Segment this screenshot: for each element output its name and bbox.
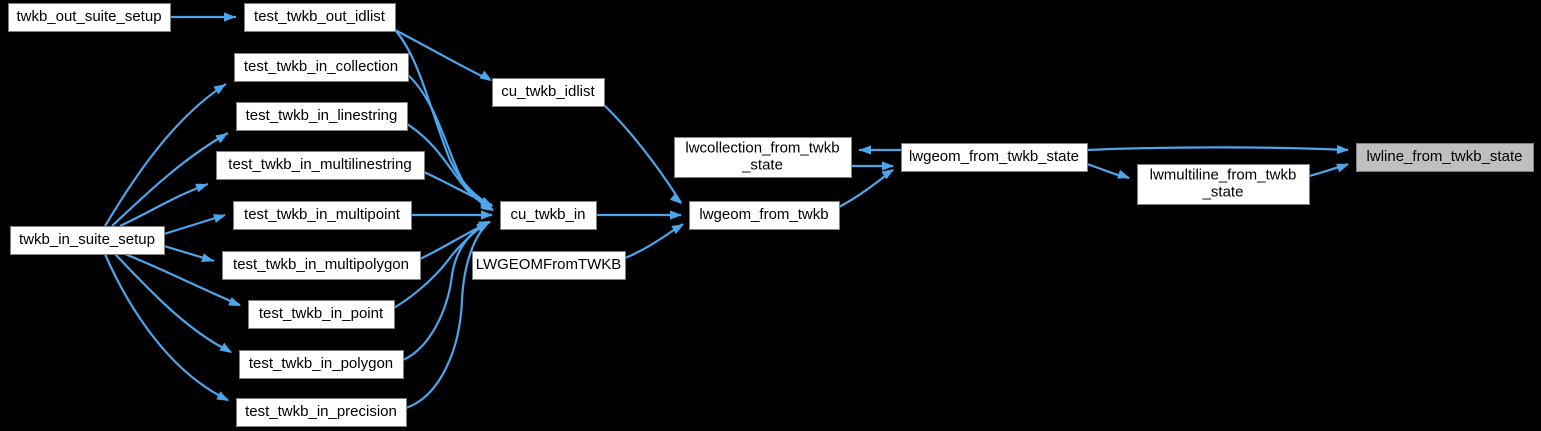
node-box [233, 201, 412, 230]
arrowhead [1336, 163, 1349, 173]
edge-twkb_in_suite_setup-to-test_twkb_in_linestring [111, 132, 229, 227]
node-twkb_out_suite_setup[interactable]: twkb_out_suite_setup [8, 3, 171, 32]
node-box [10, 226, 165, 255]
node-label: test_twkb_in_multipoint [244, 206, 401, 223]
arrowhead [481, 210, 493, 220]
node-box [472, 251, 626, 280]
node-lwgeom_from_twkb_state[interactable]: lwgeom_from_twkb_state [901, 143, 1088, 172]
node-label: LWGEOMFromTWKB [476, 256, 622, 273]
node-box [236, 398, 407, 427]
node-lwline_from_twkb_state[interactable]: lwline_from_twkb_state [1356, 143, 1534, 172]
node-cu_twkb_in[interactable]: cu_twkb_in [500, 201, 597, 230]
arrowhead [479, 70, 492, 81]
edge-lwgeom_from_twkb_state-to-lwline_from_twkb_state [1086, 146, 1349, 152]
node-test_twkb_in_multipoint[interactable]: test_twkb_in_multipoint [233, 201, 412, 230]
node-box [234, 53, 409, 82]
arrowhead [670, 210, 682, 220]
arrowhead [215, 133, 228, 144]
node-box [1356, 143, 1534, 172]
node-box [248, 300, 395, 329]
node-box [244, 3, 396, 32]
node-label: test_twkb_in_polygon [249, 355, 393, 372]
edge-twkb_in_suite_setup-to-test_twkb_in_collection [104, 83, 227, 227]
node-test_twkb_in_polygon[interactable]: test_twkb_in_polygon [239, 350, 404, 379]
arrowhead [476, 223, 489, 233]
node-box [222, 251, 421, 280]
arrowhead [216, 391, 229, 401]
arrowheads-layer [195, 12, 1349, 401]
node-label: twkb_in_suite_setup [19, 231, 155, 248]
node-label: lwcollection_from_twkb [685, 139, 839, 156]
node-cu_twkb_idlist[interactable]: cu_twkb_idlist [492, 78, 605, 107]
edge-test_twkb_out_idlist-to-cu_twkb_idlist [394, 29, 491, 81]
arrowhead [213, 84, 226, 95]
node-box [239, 350, 404, 379]
node-box [492, 78, 605, 107]
node-twkb_in_suite_setup[interactable]: twkb_in_suite_setup [10, 226, 165, 255]
arrowhead [669, 192, 682, 204]
node-LWGEOMFromTWKB[interactable]: LWGEOMFromTWKB [472, 251, 626, 280]
arrowhead [859, 145, 871, 155]
node-label: lwgeom_from_twkb [699, 206, 828, 223]
arrowhead [882, 161, 894, 171]
arrowhead [201, 253, 214, 263]
edge-twkb_in_suite_setup-to-test_twkb_in_polygon [114, 253, 232, 353]
node-label: test_twkb_in_multipolygon [233, 256, 409, 273]
node-label: _state [1202, 183, 1244, 200]
node-label: lwline_from_twkb_state [1367, 148, 1523, 165]
edge-test_twkb_in_polygon-to-cu_twkb_in [402, 221, 489, 362]
node-label: test_twkb_in_collection [244, 58, 398, 75]
node-test_twkb_in_point[interactable]: test_twkb_in_point [248, 300, 395, 329]
arrowhead [881, 169, 894, 180]
node-label: test_twkb_in_linestring [246, 107, 398, 124]
arrowhead [480, 197, 493, 206]
edge-twkb_in_suite_setup-to-test_twkb_in_point [124, 252, 241, 307]
arrowhead [219, 342, 232, 353]
node-label: lwgeom_from_twkb_state [909, 148, 1079, 165]
node-box [901, 143, 1088, 172]
node-test_twkb_out_idlist[interactable]: test_twkb_out_idlist [244, 3, 396, 32]
node-lwgeom_from_twkb[interactable]: lwgeom_from_twkb [689, 201, 840, 230]
node-label: test_twkb_in_multilinestring [228, 156, 411, 173]
edge-test_twkb_in_precision-to-cu_twkb_in [405, 222, 489, 410]
node-lwmultiline_from_twkb_state[interactable]: lwmultiline_from_twkb_state [1137, 164, 1310, 205]
edge-twkb_in_suite_setup-to-test_twkb_in_precision [103, 253, 229, 401]
arrowhead [195, 183, 208, 193]
node-box [236, 102, 408, 131]
node-box [689, 201, 840, 230]
node-label: cu_twkb_idlist [501, 83, 595, 100]
nodes-layer: twkb_out_suite_setup test_twkb_out_idlist… [8, 3, 1534, 427]
edge-test_twkb_in_collection-to-cu_twkb_in [407, 74, 493, 210]
node-box [216, 151, 425, 180]
arrowhead [1336, 144, 1349, 155]
node-label: twkb_out_suite_setup [16, 8, 161, 25]
node-label: test_twkb_out_idlist [254, 8, 386, 25]
arrowhead [213, 214, 226, 223]
arrowhead [224, 12, 236, 22]
node-label: _state [741, 156, 783, 173]
node-test_twkb_in_linestring[interactable]: test_twkb_in_linestring [236, 102, 408, 131]
edge-test_twkb_out_idlist-to-cu_twkb_in [395, 30, 493, 207]
node-label: lwmultiline_from_twkb [1150, 166, 1297, 183]
node-box [8, 3, 171, 32]
node-test_twkb_in_multipolygon[interactable]: test_twkb_in_multipolygon [222, 251, 421, 280]
node-label: test_twkb_in_precision [245, 403, 397, 420]
arrowhead [228, 297, 241, 306]
node-lwcollection_from_twkb_state[interactable]: lwcollection_from_twkb_state [674, 137, 852, 178]
arrowhead [1117, 169, 1130, 179]
node-box [1137, 164, 1310, 205]
edge-cu_twkb_idlist-to-lwgeom_from_twkb [603, 104, 682, 204]
node-box [500, 201, 597, 230]
node-test_twkb_in_precision[interactable]: test_twkb_in_precision [236, 398, 407, 427]
node-box [674, 137, 852, 178]
node-label: test_twkb_in_point [259, 305, 384, 322]
arrowhead [671, 224, 684, 234]
node-label: cu_twkb_in [510, 206, 585, 223]
node-test_twkb_in_multilinestring[interactable]: test_twkb_in_multilinestring [216, 151, 425, 180]
node-test_twkb_in_collection[interactable]: test_twkb_in_collection [234, 53, 409, 82]
